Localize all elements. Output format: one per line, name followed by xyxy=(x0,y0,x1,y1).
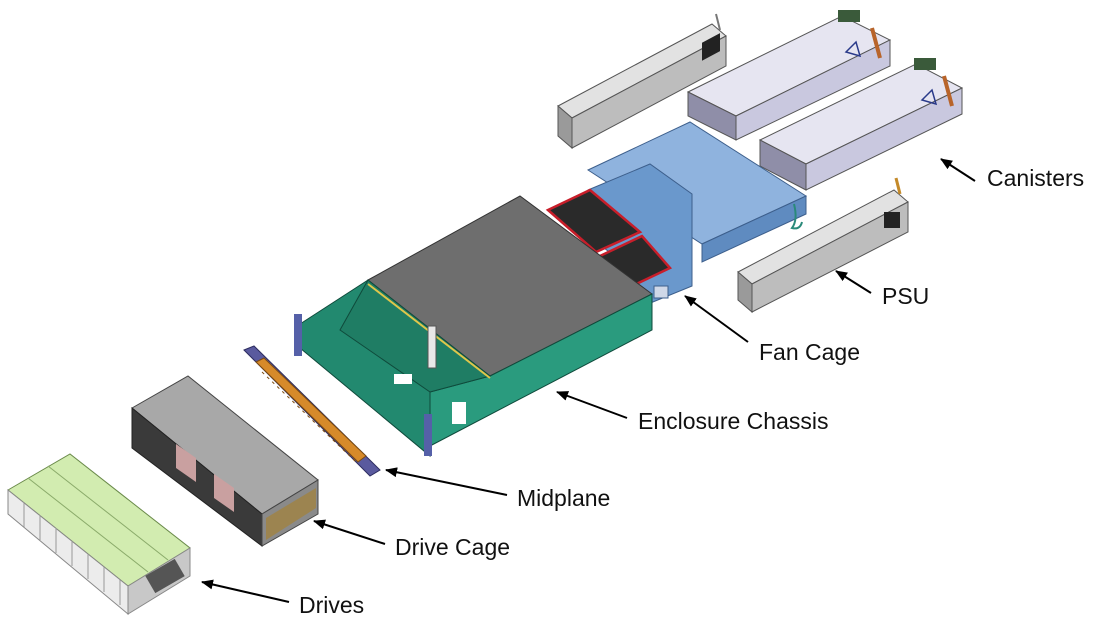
label-fan-cage: Fan Cage xyxy=(759,339,861,365)
enclosure-chassis xyxy=(294,195,653,458)
label-enclosure-chassis: Enclosure Chassis xyxy=(638,408,829,434)
arrow-fan-cage xyxy=(684,295,749,343)
arrow-psu xyxy=(835,270,872,294)
arrow-drives xyxy=(201,579,290,603)
psu-unit-left xyxy=(557,13,727,150)
label-midplane: Midplane xyxy=(517,485,611,511)
arrow-canisters xyxy=(940,158,976,182)
label-psu: PSU xyxy=(882,283,930,309)
canister-1 xyxy=(686,10,892,141)
drives-array xyxy=(7,453,191,616)
arrow-midplane xyxy=(385,467,508,496)
arrow-enclosure-chassis xyxy=(556,391,628,419)
label-drives: Drives xyxy=(299,592,365,618)
midplane xyxy=(243,345,381,477)
psu-unit-right xyxy=(737,177,909,314)
label-drive-cage: Drive Cage xyxy=(395,534,511,560)
label-canisters: Canisters xyxy=(987,165,1085,191)
canister-2 xyxy=(758,58,964,191)
arrow-drive-cage xyxy=(313,519,386,545)
drive-cage xyxy=(131,375,319,548)
